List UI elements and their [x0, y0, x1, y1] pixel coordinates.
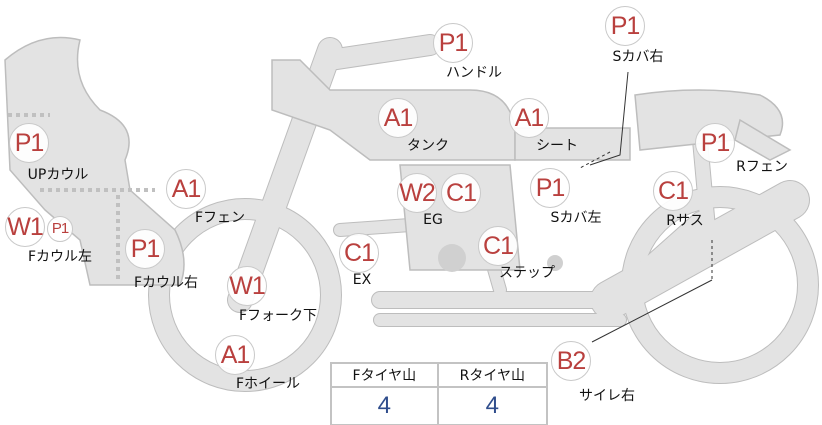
part-label-upper-cowl: UPカウル	[27, 167, 89, 183]
part-label-side-cover-left: Sカバ左	[550, 210, 602, 226]
damage-code-tank: A1	[378, 98, 418, 138]
damage-code-rear-fender: P1	[695, 123, 735, 163]
part-label-tank: タンク	[407, 138, 449, 154]
part-label-side-cover-right: Sカバ右	[612, 49, 664, 65]
part-label-step: ステップ	[499, 265, 555, 281]
damage-code-side-cover-right: P1	[605, 6, 645, 46]
rear-tire-header: Rタイヤ山	[436, 362, 549, 388]
part-label-front-fork-lower: Fフォーク下	[238, 308, 318, 324]
part-label-seat: シート	[536, 138, 578, 154]
damage-code-silencer-right: B2	[551, 341, 591, 381]
front-tire-header: Fタイヤ山	[330, 362, 439, 388]
part-label-rear-fender: Rフェン	[736, 159, 788, 175]
damage-code-front-wheel: A1	[215, 335, 255, 375]
damage-code-exhaust: C1	[339, 233, 379, 273]
damage-code-handlebar: P1	[433, 23, 473, 63]
damage-code-front-fork-lower: W1	[227, 266, 267, 306]
damage-code-seat: A1	[509, 98, 549, 138]
part-label-exhaust: EX	[352, 272, 372, 288]
damage-code-rear-suspension: C1	[653, 171, 693, 211]
damage-code-step: C1	[478, 226, 518, 266]
part-label-engine: EG	[423, 212, 443, 228]
part-label-front-cowl-right: Fカウル右	[133, 275, 199, 291]
part-label-silencer-right: サイレ右	[579, 388, 635, 404]
part-label-rear-suspension: Rサス	[666, 213, 704, 229]
damage-code-upper-cowl: P1	[9, 123, 49, 163]
damage-code-front-cowl-left-2: P1	[47, 216, 73, 242]
damage-code-side-cover-left: P1	[530, 168, 570, 208]
damage-code-front-cowl-right: P1	[125, 229, 165, 269]
damage-code-front-fender: A1	[166, 169, 206, 209]
part-label-front-cowl-left: Fカウル左	[27, 249, 93, 265]
part-label-handlebar: ハンドル	[446, 65, 502, 81]
damage-code-front-cowl-left: W1	[5, 207, 45, 247]
tire-tread-table: Fタイヤ山 Rタイヤ山 4 4	[330, 362, 549, 425]
part-label-front-fender: Fフェン	[194, 210, 246, 226]
damage-code-engine: W2	[397, 173, 437, 213]
part-label-front-wheel: Fホイール	[235, 376, 301, 392]
rear-tire-value: 4	[436, 386, 549, 425]
front-tire-value: 4	[330, 386, 439, 425]
damage-code-engine-2: C1	[441, 173, 481, 213]
